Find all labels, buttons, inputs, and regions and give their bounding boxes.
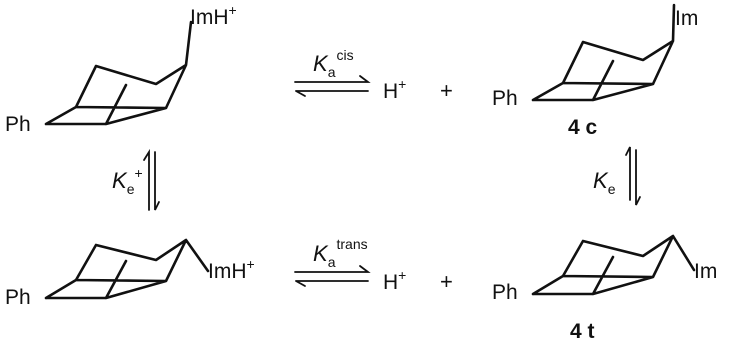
ring-bonds: [531, 234, 696, 296]
imidazole-label: Im: [694, 260, 717, 283]
phenyl-label: Ph: [5, 113, 31, 136]
equilibrium-arrows-bottom: Katrans: [294, 236, 371, 287]
phenyl-label: Ph: [492, 87, 518, 110]
molecule-trans-cation: Ph ImH+: [5, 238, 255, 309]
reverse-arrow: [295, 280, 369, 287]
phenyl-label: Ph: [5, 286, 31, 309]
imidazolium-label: ImH+: [208, 256, 255, 283]
up-arrow: [625, 146, 631, 201]
proton-top: H+: [383, 76, 406, 103]
equilibrium-arrows-right: Ke: [593, 146, 641, 206]
reverse-arrow: [295, 90, 369, 97]
proton-bottom: H+: [383, 267, 406, 294]
forward-arrow: [294, 75, 371, 83]
compound-label-4c: 4 c: [568, 116, 598, 139]
plus-sign-top: +: [440, 78, 453, 103]
compound-label-4t: 4 t: [570, 320, 595, 343]
ka-cis-label: Kacis: [313, 47, 354, 80]
molecule-4c: Ph Im 4 c: [492, 3, 698, 139]
equilibrium-arrows-top: Kacis: [294, 47, 371, 97]
ring-bonds: [44, 238, 210, 300]
ke-label: Ke: [593, 168, 616, 197]
imidazolium-label: ImH+: [190, 2, 237, 29]
ka-trans-label: Katrans: [313, 236, 368, 270]
forward-arrow: [294, 265, 371, 273]
molecule-4t: Ph Im 4 t: [492, 234, 717, 343]
ring-bonds: [44, 20, 193, 126]
imidazole-label: Im: [675, 7, 698, 30]
ke-plus-label: Ke+: [112, 165, 143, 197]
phenyl-label: Ph: [492, 281, 518, 304]
molecule-cis-cation: Ph ImH+: [5, 2, 237, 136]
plus-sign-bottom: +: [440, 269, 453, 294]
ring-bonds: [531, 3, 676, 102]
down-arrow: [635, 149, 641, 206]
up-arrow: [143, 148, 150, 211]
equilibrium-arrows-left: Ke+: [112, 148, 160, 211]
down-arrow: [154, 151, 160, 211]
